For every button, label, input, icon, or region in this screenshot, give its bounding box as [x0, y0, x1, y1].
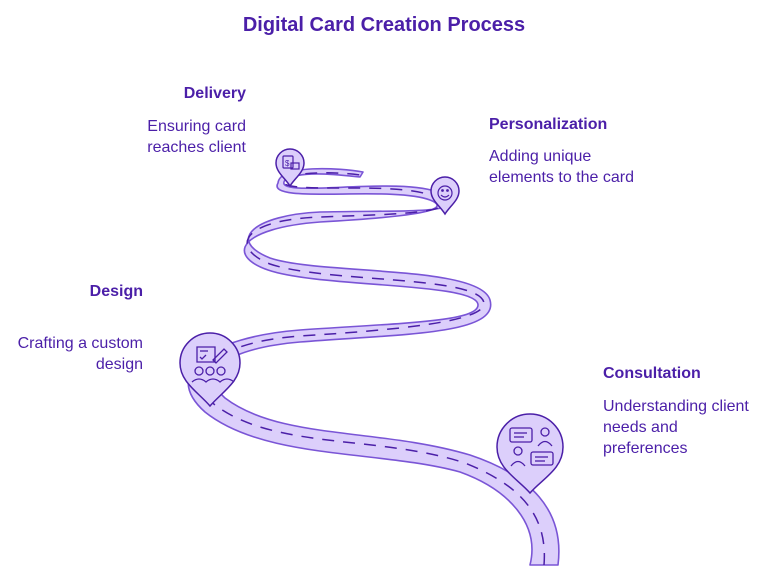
personalization-marker [430, 176, 460, 216]
winding-road [187, 167, 560, 566]
step-desc-line: reaches client [147, 139, 246, 156]
sticker-icon [437, 185, 453, 201]
delivery-marker: $ [275, 148, 305, 188]
design-team-icon [191, 346, 235, 383]
step-desc-personalization: Adding unique elements to the card [489, 146, 709, 188]
step-desc-line: Ensuring card [147, 118, 246, 135]
step-desc-line: design [95, 356, 143, 373]
step-desc-line: Understanding client [603, 398, 749, 415]
step-desc-line: Crafting a custom [17, 335, 143, 352]
step-desc-delivery: Ensuring card reaches client [90, 116, 246, 158]
step-title-personalization: Personalization [489, 116, 608, 133]
step-title-design: Design [89, 283, 143, 300]
step-desc-line: needs and [603, 419, 678, 436]
svg-text:$: $ [285, 159, 290, 168]
step-desc-design: Crafting a custom design [0, 333, 143, 375]
road-center-line [200, 172, 546, 566]
step-desc-line: Adding unique [489, 148, 592, 165]
design-marker [179, 332, 241, 408]
package-delivery-icon: $ [282, 155, 300, 170]
step-title-consultation: Consultation [603, 365, 701, 382]
chat-consultation-icon [509, 427, 554, 467]
step-desc-line: elements to the card [489, 169, 634, 186]
diagram-title: Digital Card Creation Process [242, 14, 526, 36]
consultation-marker [496, 413, 564, 495]
step-desc-consultation: Understanding client needs and preferenc… [603, 396, 765, 459]
step-title-delivery: Delivery [183, 85, 246, 102]
step-desc-line: preferences [603, 440, 688, 457]
